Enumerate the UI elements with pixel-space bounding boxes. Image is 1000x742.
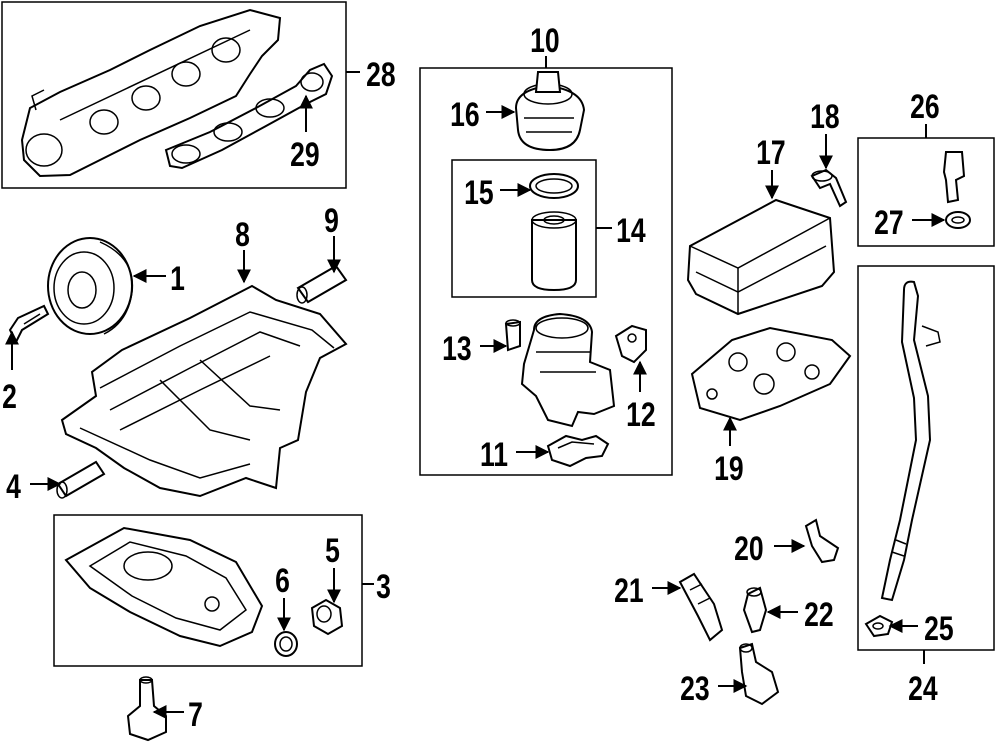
pulley-bolt-part[interactable] bbox=[8, 304, 50, 345]
callout-18: 18 bbox=[810, 98, 840, 136]
group-box-lower-oil-pan bbox=[53, 514, 363, 667]
drain-plug-part[interactable] bbox=[310, 598, 344, 636]
intake-manifold-part[interactable] bbox=[20, 8, 282, 178]
crankshaft-pulley-part[interactable] bbox=[47, 237, 134, 335]
callout-6: 6 bbox=[275, 562, 290, 600]
oil-filter-o-ring-part[interactable] bbox=[529, 173, 579, 199]
callout-12: 12 bbox=[626, 396, 656, 434]
callout-labels: 1 2 3 4 5 6 7 8 9 10 11 12 13 14 15 16 1… bbox=[2, 22, 954, 734]
callout-16: 16 bbox=[450, 96, 480, 134]
callout-7: 7 bbox=[188, 696, 203, 734]
callout-5: 5 bbox=[325, 532, 340, 570]
callout-11: 11 bbox=[480, 436, 508, 474]
upper-oil-pan-part[interactable] bbox=[60, 284, 348, 498]
callout-22: 22 bbox=[804, 596, 834, 634]
oil-pan-plug-tube-part[interactable] bbox=[296, 264, 348, 304]
callout-10: 10 bbox=[530, 22, 560, 60]
group-box-dipstick-tube bbox=[857, 265, 995, 651]
callout-21: 21 bbox=[614, 572, 644, 610]
callout-2: 2 bbox=[2, 378, 17, 416]
breather-seal-part[interactable] bbox=[945, 211, 971, 229]
sensor-22-part[interactable] bbox=[742, 586, 768, 634]
callout-14: 14 bbox=[616, 212, 646, 250]
callout-20: 20 bbox=[734, 530, 764, 568]
sensor-23-part[interactable] bbox=[738, 642, 780, 706]
oil-cooler-part[interactable] bbox=[686, 198, 836, 316]
oil-filter-cap-part[interactable] bbox=[514, 71, 586, 152]
dipstick-tube-part[interactable] bbox=[880, 280, 941, 602]
callout-8: 8 bbox=[235, 216, 250, 254]
callout-9: 9 bbox=[324, 202, 339, 240]
callout-15: 15 bbox=[464, 174, 494, 212]
callout-27: 27 bbox=[874, 204, 904, 242]
breather-valve-part[interactable] bbox=[942, 151, 966, 204]
dipstick-tube-seal-part[interactable] bbox=[864, 614, 894, 638]
oil-filter-housing-part[interactable] bbox=[520, 312, 616, 428]
group-box-intake-manifold bbox=[1, 1, 347, 189]
sensor-20-part[interactable] bbox=[804, 518, 840, 564]
oil-filter-element-part[interactable] bbox=[531, 211, 577, 292]
callout-3: 3 bbox=[376, 568, 391, 606]
intake-manifold-gasket-part[interactable] bbox=[164, 62, 334, 170]
oil-level-sensor-part[interactable] bbox=[126, 676, 167, 742]
drain-plug-gasket-part[interactable] bbox=[274, 631, 298, 657]
oil-cooler-seal-part[interactable] bbox=[546, 434, 610, 468]
leader-lines bbox=[4, 56, 946, 719]
oil-cooler-gasket-part[interactable] bbox=[690, 326, 852, 422]
callout-28: 28 bbox=[366, 56, 396, 94]
sensor-21-part[interactable] bbox=[678, 572, 724, 642]
callout-26: 26 bbox=[910, 88, 940, 126]
callout-23: 23 bbox=[680, 670, 710, 708]
callout-19: 19 bbox=[714, 450, 744, 488]
callout-4: 4 bbox=[6, 468, 21, 506]
sealant-tube-part[interactable] bbox=[56, 460, 106, 499]
lower-oil-pan-part[interactable] bbox=[64, 526, 264, 648]
callout-24: 24 bbox=[908, 670, 938, 708]
callout-13: 13 bbox=[442, 330, 472, 368]
check-valve-part[interactable] bbox=[504, 319, 521, 352]
callout-25: 25 bbox=[924, 610, 954, 648]
callout-29: 29 bbox=[290, 136, 320, 174]
cooler-bolt-part[interactable] bbox=[810, 168, 848, 208]
housing-bracket-part[interactable] bbox=[614, 324, 647, 364]
callout-17: 17 bbox=[756, 134, 786, 172]
callout-1: 1 bbox=[170, 260, 185, 298]
